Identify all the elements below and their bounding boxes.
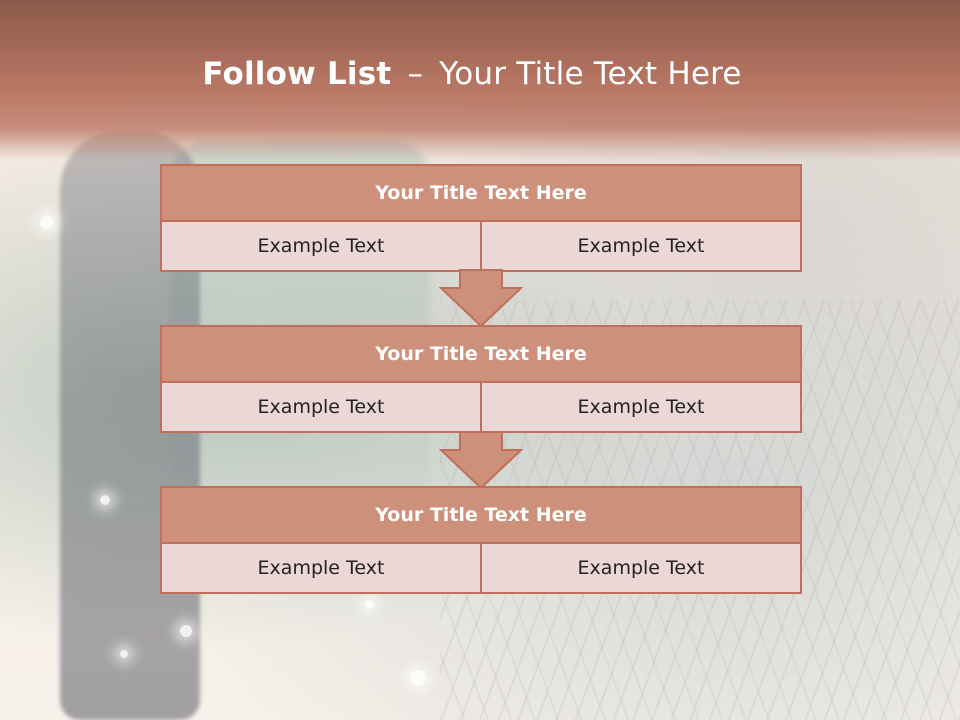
slide-title: Follow List – Your Title Text Here — [0, 56, 944, 92]
list-block: Your Title Text Here Example Text Exampl… — [160, 325, 802, 433]
slide-title-rest: Your Title Text Here — [439, 56, 742, 92]
block-row: Example Text Example Text — [162, 222, 800, 270]
block-title: Your Title Text Here — [162, 327, 800, 383]
block-cell: Example Text — [162, 222, 480, 270]
sparkle — [365, 600, 374, 609]
sparkle — [180, 625, 192, 637]
block-cell: Example Text — [480, 383, 800, 431]
down-arrow-icon — [439, 269, 523, 328]
block-title: Your Title Text Here — [162, 488, 800, 544]
header-band — [0, 0, 960, 160]
block-cell: Example Text — [162, 544, 480, 592]
sparkle — [410, 670, 426, 686]
block-row: Example Text Example Text — [162, 544, 800, 592]
block-cell: Example Text — [480, 222, 800, 270]
block-row: Example Text Example Text — [162, 383, 800, 431]
block-title: Your Title Text Here — [162, 166, 800, 222]
block-cell: Example Text — [162, 383, 480, 431]
slide-title-bold: Follow List — [202, 56, 392, 92]
sparkle — [100, 495, 110, 505]
sparkle — [40, 215, 54, 229]
list-block: Your Title Text Here Example Text Exampl… — [160, 486, 802, 594]
block-cell: Example Text — [480, 544, 800, 592]
down-arrow-icon — [439, 431, 523, 490]
list-block: Your Title Text Here Example Text Exampl… — [160, 164, 802, 272]
slide-title-separator: – — [407, 56, 424, 92]
sparkle — [120, 650, 128, 658]
